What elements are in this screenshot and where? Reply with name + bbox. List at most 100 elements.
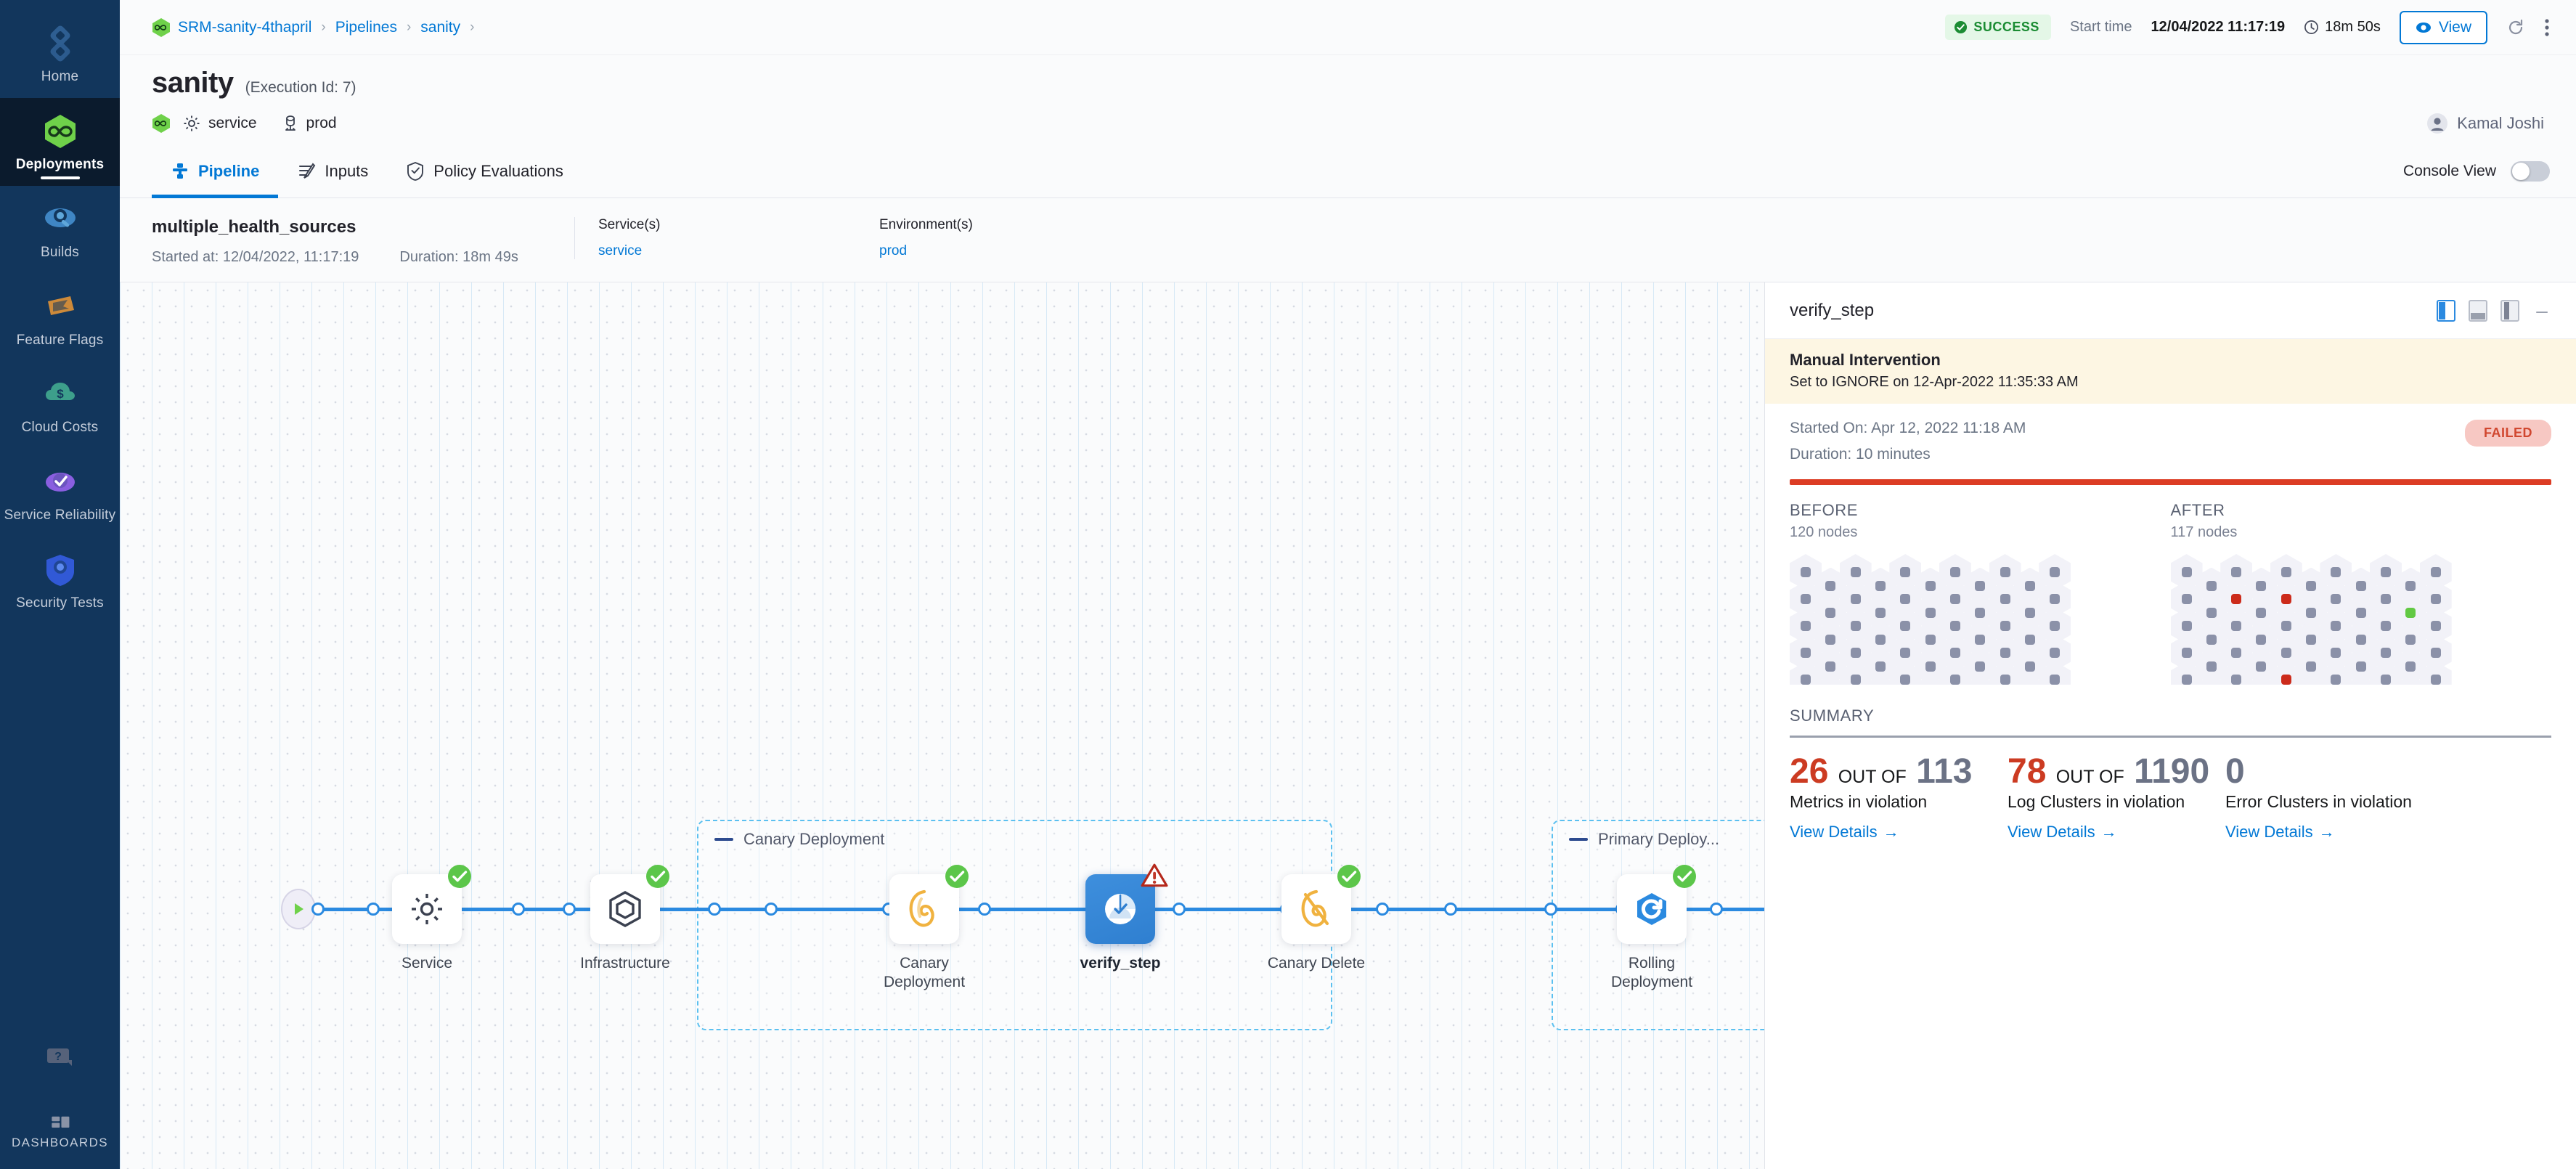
user-menu[interactable]: Kamal Joshi (2426, 113, 2544, 134)
sidebar-item-builds[interactable]: Builds (0, 186, 120, 274)
stat-numbers: 78 OUT OF 1190 (2008, 753, 2218, 790)
stage-started-at: Started at: 12/04/2022, 11:17:19 (152, 249, 359, 265)
environment-chip[interactable]: prod (282, 114, 337, 133)
pipeline-node-rolling-deployment[interactable]: Rolling Deployment (1611, 865, 1696, 993)
step-meta-lines: Started On: Apr 12, 2022 11:18 AM Durati… (1790, 420, 2026, 472)
node-status-dot (1801, 648, 1811, 658)
page-title-row: sanity (Execution Id: 7) service (120, 55, 2576, 144)
tab-policy-evaluations[interactable]: Policy Evaluations (387, 144, 582, 198)
execution-duration-value: 18m 50s (2325, 19, 2381, 35)
collapse-dash-icon[interactable] (714, 838, 733, 841)
edge-dot (978, 903, 991, 916)
node-status-dot (2024, 634, 2035, 645)
node-status-dot (2306, 607, 2317, 618)
breadcrumb-link-pipelines[interactable]: Pipelines (335, 18, 397, 36)
content-split: Canary Deployment Primary Deploy... (120, 282, 2576, 1169)
node-status-dot (1975, 607, 1986, 618)
sidebar-item-label: Home (41, 69, 79, 84)
pipeline-node-verify-step[interactable]: verify_step (1080, 863, 1168, 973)
node-status-dot (2000, 621, 2010, 631)
stage-group-label: Primary Deploy... (1598, 830, 1720, 848)
node-status-dot (1900, 621, 1911, 631)
breadcrumb: SRM-sanity-4thapril › Pipelines › sanity… (152, 17, 476, 38)
success-badge-icon (945, 865, 969, 888)
minimize-icon[interactable]: – (2536, 298, 2548, 322)
node-status-dot (2430, 567, 2441, 577)
cloud-costs-icon: $ (45, 383, 75, 401)
node-box[interactable] (1281, 865, 1361, 944)
node-status-dot (2331, 675, 2341, 685)
feature-flags-icon (47, 296, 74, 315)
success-badge-icon (1337, 865, 1361, 888)
node-box[interactable] (1085, 863, 1168, 944)
deployments-icon (44, 114, 76, 148)
view-button[interactable]: View (2399, 10, 2487, 44)
node-status-dot (2000, 648, 2010, 658)
sidebar-item-dashboards[interactable]: DASHBOARDS (0, 1108, 120, 1169)
node-status-dot (1949, 567, 1960, 577)
pipeline-icon (173, 163, 187, 179)
stat-view-details-link[interactable]: View Details → (1790, 823, 1899, 842)
node-box[interactable] (1617, 865, 1696, 944)
right-view-icon[interactable] (2500, 299, 2519, 322)
console-view-toggle[interactable] (2511, 160, 2550, 182)
node-status-dot (1925, 607, 1936, 618)
edge-dot (367, 903, 380, 916)
breadcrumb-separator: › (321, 19, 326, 35)
sidebar-item-deployments[interactable]: Deployments (0, 97, 120, 186)
node-status-dot (2050, 567, 2061, 577)
environments-value[interactable]: prod (879, 243, 908, 258)
sidebar-item-feature-flags[interactable]: Feature Flags (0, 274, 120, 362)
edge-dot (1173, 903, 1186, 916)
breadcrumb-link-sanity[interactable]: sanity (420, 18, 461, 36)
pipeline-node-infrastructure[interactable]: Infrastructure (580, 865, 670, 973)
stat-metrics: 26 OUT OF 113 Metrics in violation View … (1790, 753, 2008, 842)
service-chip[interactable]: service (182, 114, 257, 133)
node-status-dot (2281, 567, 2291, 577)
help-button[interactable]: ? (0, 1024, 120, 1108)
more-options-button[interactable] (2544, 17, 2550, 38)
node-status-dot (2430, 594, 2441, 604)
stage-group-canary-deployment[interactable]: Canary Deployment (697, 820, 1332, 1030)
stat-view-details-link[interactable]: View Details → (2225, 823, 2335, 842)
sidebar-item-service-reliability[interactable]: Service Reliability (0, 449, 120, 537)
collapse-dash-icon[interactable] (1569, 838, 1588, 841)
title-sub-line: service prod Kamal Jos (152, 113, 2544, 144)
tab-pipeline[interactable]: Pipeline (152, 144, 279, 198)
split-view-icon[interactable] (2437, 299, 2455, 322)
pipeline-start-node[interactable] (281, 889, 316, 929)
gear-icon (184, 115, 200, 131)
pipeline-graph-canvas[interactable]: Canary Deployment Primary Deploy... (120, 282, 1764, 1169)
pipeline-node-canary-deployment[interactable]: Canary Deployment (884, 865, 969, 993)
node-box[interactable] (590, 865, 669, 944)
node-status-dot (2331, 594, 2341, 604)
before-node-grid (1790, 554, 2138, 685)
node-box[interactable] (392, 865, 471, 944)
help-chat-icon: ? (46, 1048, 72, 1066)
before-node-count: 120 nodes (1790, 524, 1858, 540)
stage-info: multiple_health_sources Started at: 12/0… (152, 217, 558, 266)
sidebar-item-security-tests[interactable]: Security Tests (0, 537, 120, 624)
refresh-button[interactable] (2506, 18, 2525, 37)
node-label: verify_step (1080, 955, 1161, 972)
tab-inputs[interactable]: Inputs (278, 144, 387, 198)
breadcrumb-separator: › (406, 19, 412, 35)
services-value[interactable]: service (598, 243, 643, 258)
node-status-dot (1801, 675, 1811, 685)
sidebar-item-cloud-costs[interactable]: $ Cloud Costs (0, 361, 120, 449)
sidebar-item-home[interactable]: Home (0, 10, 120, 98)
policy-shield-icon (407, 161, 424, 181)
svg-text:$: $ (57, 387, 64, 401)
node-box[interactable] (889, 865, 969, 944)
pipeline-node-canary-delete[interactable]: Canary Delete (1268, 865, 1365, 973)
link-label: View Details (2225, 823, 2313, 842)
node-status-dot (2206, 607, 2217, 618)
breadcrumb-link-project[interactable]: SRM-sanity-4thapril (178, 18, 312, 36)
bottom-view-icon[interactable] (2469, 299, 2487, 322)
summary-stats: 26 OUT OF 113 Metrics in violation View … (1790, 753, 2551, 842)
stat-error-clusters: 0 Error Clusters in violation View Detai… (2225, 753, 2443, 842)
stat-view-details-link[interactable]: View Details → (2008, 823, 2117, 842)
home-icon (50, 25, 70, 62)
pipeline-node-service[interactable]: Service (392, 865, 471, 973)
